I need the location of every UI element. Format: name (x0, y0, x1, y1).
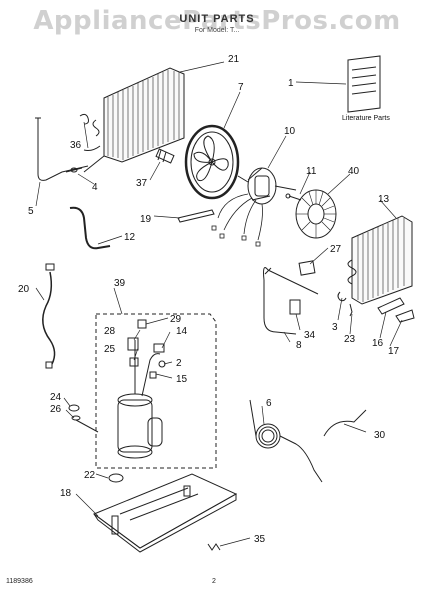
bracket (377, 297, 405, 315)
callout-21: 21 (228, 54, 240, 65)
spring-clip (349, 303, 353, 317)
callout-15: 15 (176, 374, 188, 385)
wire-tie (177, 209, 215, 223)
clip (79, 113, 89, 125)
thermistor-holder (298, 260, 316, 276)
fan-sleeve (155, 148, 175, 164)
diagram-subtitle: For Model: T... (194, 27, 240, 34)
footer-page-number: 2 (212, 578, 216, 585)
callout-2: 2 (176, 358, 182, 369)
callout-36: 36 (70, 140, 82, 151)
power-cord (42, 263, 56, 369)
callout-11: 11 (306, 166, 317, 177)
callout-8: 8 (296, 340, 302, 351)
condenser-coil (83, 67, 185, 173)
compressor-assembly (95, 313, 217, 469)
callout-25: 25 (104, 344, 116, 355)
callout-27: 27 (330, 244, 342, 255)
callout-34: 34 (304, 330, 316, 341)
coil-tube (249, 399, 323, 483)
condenser-fan (184, 124, 240, 200)
base-screw (207, 543, 221, 551)
callout-5: 5 (28, 206, 34, 217)
grommet-2 (71, 415, 81, 421)
callout-19: 19 (140, 214, 152, 225)
capillary-tube (35, 117, 89, 181)
callout-30: 30 (374, 430, 386, 441)
callout-20: 20 (18, 284, 30, 295)
callout-4: 4 (92, 182, 98, 193)
drain-tube (69, 206, 111, 250)
clip-small (337, 291, 347, 302)
watermark: AppliancePartsPros.com (33, 6, 401, 36)
literature-parts-label: Literature Parts (342, 115, 390, 122)
callout-17: 17 (388, 346, 400, 357)
callout-6: 6 (266, 398, 272, 409)
callout-labels: 21 7 1 10 36 37 11 40 4 13 5 19 12 27 39… (18, 54, 400, 545)
base-pan (92, 473, 238, 553)
callout-40: 40 (348, 166, 360, 177)
callout-22: 22 (84, 470, 96, 481)
sensor-clip (289, 299, 301, 315)
callout-3: 3 (332, 322, 338, 333)
callout-10: 10 (284, 126, 296, 137)
callout-1: 1 (288, 78, 294, 89)
literature-booklet (347, 55, 381, 113)
discharge-line (323, 409, 367, 437)
diagram-title: UNIT PARTS (179, 13, 255, 25)
screw (285, 193, 302, 201)
leader-lines (35, 61, 403, 547)
blower-wheel (295, 189, 337, 239)
footer-part-number: 1189386 (6, 578, 33, 585)
callout-39: 39 (114, 278, 126, 289)
grommet (68, 404, 80, 412)
evaporator-coil (347, 215, 413, 305)
fitting (65, 167, 83, 173)
callout-29: 29 (170, 314, 182, 325)
callout-18: 18 (60, 488, 72, 499)
callout-26: 26 (50, 404, 62, 415)
fan-motor (237, 167, 297, 205)
mount-grommet (108, 473, 124, 483)
motor-wires (211, 193, 263, 247)
callout-24: 24 (50, 392, 62, 403)
callout-23: 23 (344, 334, 356, 345)
suction-line (263, 267, 319, 335)
callout-35: 35 (254, 534, 266, 545)
callout-13: 13 (378, 194, 390, 205)
bracket-2 (395, 309, 415, 323)
callout-16: 16 (372, 338, 384, 349)
callout-37: 37 (136, 178, 148, 189)
callout-7: 7 (238, 82, 244, 93)
callout-12: 12 (124, 232, 136, 243)
callout-14: 14 (176, 326, 188, 337)
callout-28: 28 (104, 326, 116, 337)
